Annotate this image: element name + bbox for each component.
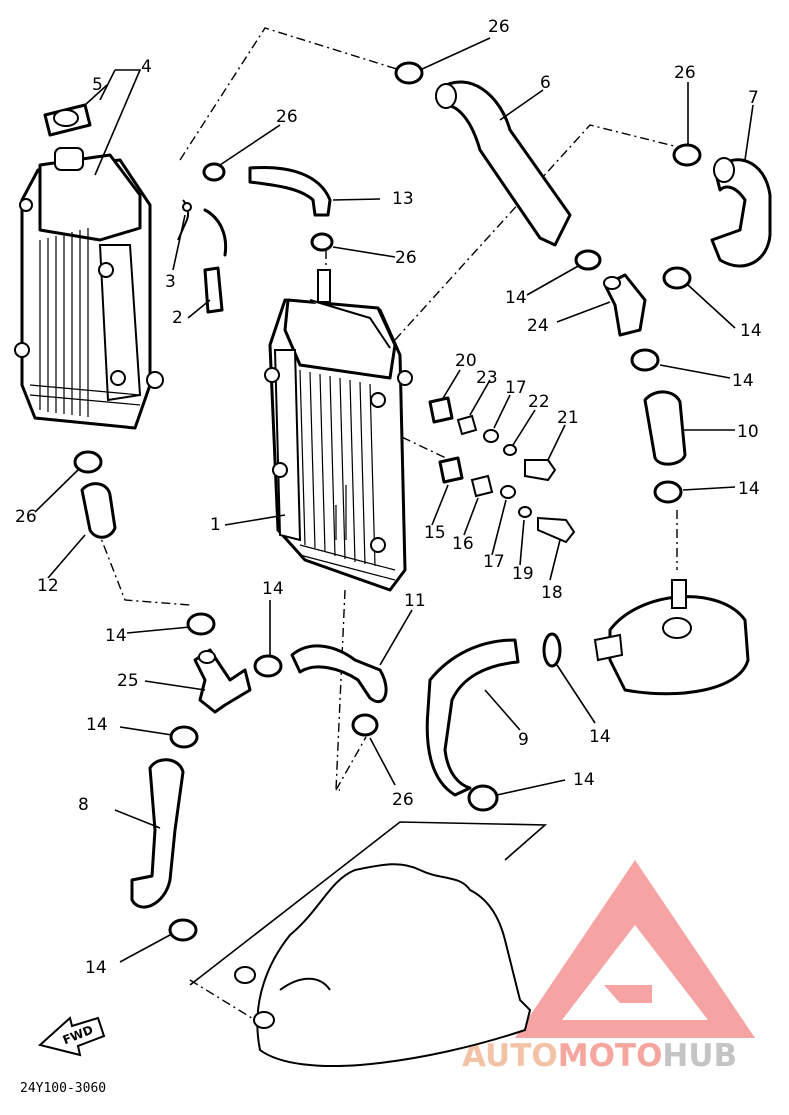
hose-10 [643, 390, 687, 466]
callout-16: 16 [452, 534, 474, 554]
callout-2: 2 [172, 308, 183, 328]
callout-4: 4 [141, 57, 152, 77]
hose-7 [710, 157, 772, 268]
callout-6: 6 [540, 73, 551, 93]
callout-14: 14 [573, 770, 595, 790]
callout-26: 26 [15, 507, 37, 527]
callout-26: 26 [674, 63, 696, 83]
callout-22: 22 [528, 392, 550, 412]
callout-8: 8 [78, 795, 89, 815]
callout-13: 13 [392, 189, 414, 209]
hose-11 [290, 644, 388, 703]
callout-10: 10 [737, 422, 759, 442]
fwd-arrow-icon [37, 1016, 106, 1057]
callout-3: 3 [165, 272, 176, 292]
callout-14: 14 [262, 579, 284, 599]
callout-26: 26 [488, 17, 510, 37]
callout-25: 25 [117, 671, 139, 691]
callout-20: 20 [455, 351, 477, 371]
mounting-hardware [428, 396, 576, 544]
hose-12 [80, 482, 117, 539]
callout-24: 24 [527, 316, 549, 336]
callout-leaders [34, 37, 754, 963]
callout-7: 7 [748, 88, 759, 108]
callout-14: 14 [589, 727, 611, 747]
callout-numbers: 26 6 26 7 4 5 26 13 26 3 2 14 24 14 14 1… [15, 17, 762, 978]
radiator-cap [43, 103, 92, 137]
hose-8 [130, 758, 185, 909]
callout-15: 15 [424, 523, 446, 543]
assembly-lines [89, 27, 691, 1021]
diagram-code: 24Y100-3060 [20, 1081, 106, 1096]
callout-26: 26 [395, 248, 417, 268]
hose-6 [435, 80, 572, 247]
callout-14: 14 [740, 321, 762, 341]
callout-17: 17 [505, 378, 527, 398]
callout-5: 5 [92, 75, 103, 95]
callout-1: 1 [210, 515, 221, 535]
watermark-logo [515, 860, 755, 1038]
hose-9 [425, 638, 520, 797]
watermark-text: AUTOMOTOHUB [462, 1038, 737, 1074]
breather-hose [203, 208, 228, 314]
joint-24 [603, 273, 647, 337]
callout-23: 23 [476, 368, 498, 388]
hose-clamps [73, 61, 702, 942]
callout-18: 18 [541, 583, 563, 603]
callout-14: 14 [505, 288, 527, 308]
left-radiator [14, 147, 164, 430]
joint-25 [193, 648, 252, 714]
callout-12: 12 [37, 576, 59, 596]
callout-21: 21 [557, 408, 579, 428]
callout-26: 26 [276, 107, 298, 127]
callout-19: 19 [512, 564, 534, 584]
callout-14: 14 [105, 626, 127, 646]
hose-13 [248, 165, 332, 217]
right-radiator [264, 269, 413, 592]
callout-14: 14 [86, 715, 108, 735]
callout-9: 9 [518, 730, 529, 750]
callout-11: 11 [404, 591, 426, 611]
callout-14: 14 [85, 958, 107, 978]
engine-crankcase-outline [189, 821, 548, 1068]
callout-14: 14 [732, 371, 754, 391]
water-pump-housing [593, 579, 750, 696]
callout-14: 14 [738, 479, 760, 499]
callout-26: 26 [392, 790, 414, 810]
overflow-pipe [177, 199, 192, 241]
callout-17: 17 [483, 552, 505, 572]
